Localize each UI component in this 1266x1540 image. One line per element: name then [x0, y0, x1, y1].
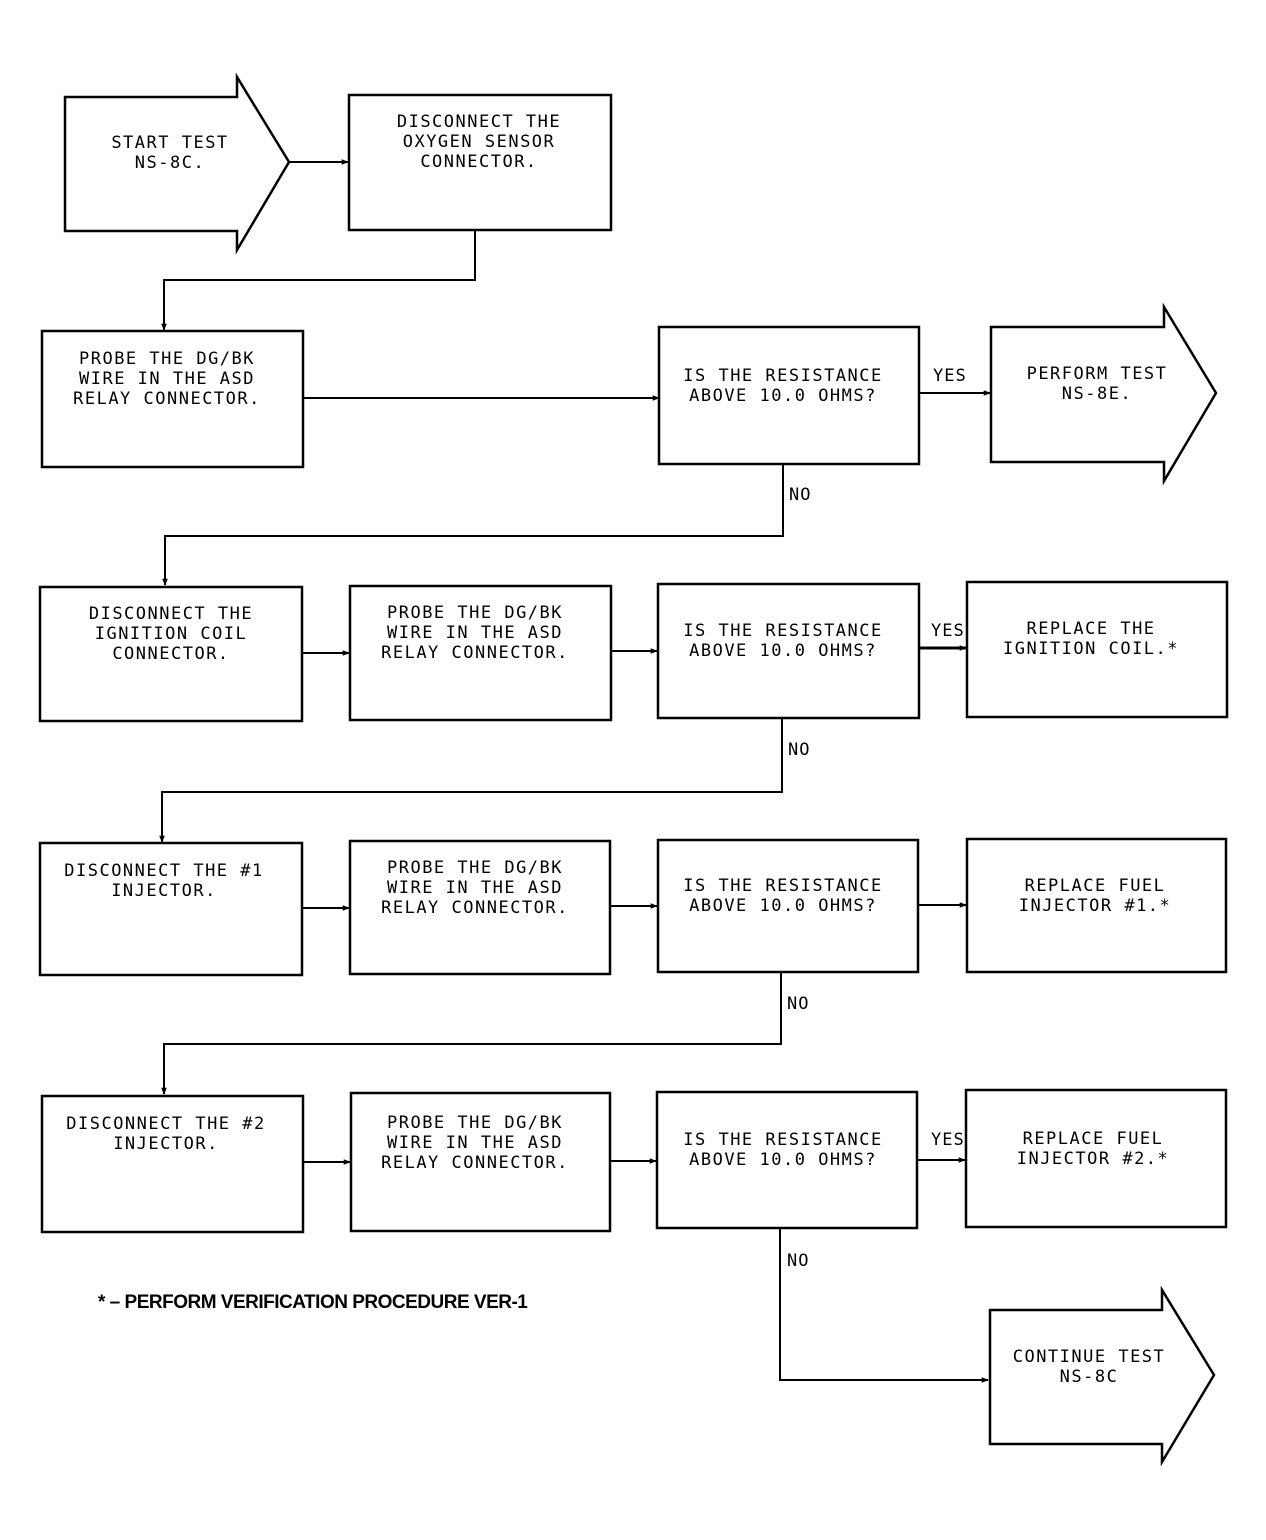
label-line: PROBE THE DG/BK	[387, 858, 563, 878]
label-line: INJECTOR.	[113, 1134, 219, 1154]
probe-box-3	[348, 839, 612, 976]
label-line: ABOVE 10.0 OHMS?	[689, 386, 877, 406]
edge-disc-o2-to-probe1	[161, 230, 476, 331]
continue-test-arrow	[988, 1285, 1216, 1467]
label-line: DISCONNECT THE #2	[66, 1114, 266, 1134]
probe-box-1	[40, 329, 305, 469]
replace-ignition-coil-box	[965, 580, 1229, 719]
label-line: IS THE RESISTANCE	[683, 621, 883, 641]
q1-no-label: NO	[789, 485, 811, 505]
edge-q1-no	[162, 465, 784, 586]
label-line: ABOVE 10.0 OHMS?	[689, 641, 877, 661]
q1-yes-label: YES	[933, 366, 967, 386]
decision-box-4	[655, 1090, 919, 1230]
label-line: INJECTOR #2.*	[1017, 1149, 1170, 1169]
label-line: IS THE RESISTANCE	[683, 1130, 883, 1150]
label-line: IGNITION COIL	[95, 624, 248, 644]
perform-test-arrow	[989, 302, 1218, 486]
decision-box-1	[657, 325, 921, 466]
q3-no-label: NO	[787, 994, 809, 1014]
label-line: CONNECTOR.	[420, 152, 537, 172]
label-line: RELAY CONNECTOR.	[73, 389, 261, 409]
decision-box-3	[656, 838, 920, 974]
probe-box-4	[349, 1091, 612, 1233]
q2-yes-label: YES	[931, 621, 965, 641]
label-line: IS THE RESISTANCE	[683, 366, 883, 386]
label-line: WIRE IN THE ASD	[387, 1133, 563, 1153]
label-line: REPLACE FUEL	[1025, 876, 1166, 896]
label-line: IS THE RESISTANCE	[683, 876, 883, 896]
label-line: START TEST	[111, 133, 228, 153]
footnote: * – PERFORM VERIFICATION PROCEDURE VER-1	[98, 1292, 528, 1313]
disconnect-ignition-coil-box	[38, 585, 304, 723]
edge-q2-no	[159, 718, 783, 843]
label-line: WIRE IN THE ASD	[79, 369, 255, 389]
label-line: ABOVE 10.0 OHMS?	[689, 896, 877, 916]
label-line: PROBE THE DG/BK	[387, 603, 563, 623]
label-line: PERFORM TEST	[1027, 364, 1168, 384]
label-line: CONNECTOR.	[112, 644, 229, 664]
label-line: PROBE THE DG/BK	[387, 1113, 563, 1133]
decision-box-2	[656, 582, 921, 720]
edge-labels: YES NO YES NO NO YES NO	[787, 366, 967, 1271]
label-line: IGNITION COIL.*	[1003, 639, 1179, 659]
start-arrow	[63, 72, 291, 255]
label-line: REPLACE FUEL	[1023, 1129, 1164, 1149]
label-line: RELAY CONNECTOR.	[381, 898, 569, 918]
q2-no-label: NO	[788, 740, 810, 760]
label-line: NS-8C	[1060, 1367, 1119, 1387]
label-line: RELAY CONNECTOR.	[381, 643, 569, 663]
disconnect-injector-2-box	[40, 1094, 305, 1234]
q4-no-label: NO	[787, 1251, 809, 1271]
label-line: ABOVE 10.0 OHMS?	[689, 1150, 877, 1170]
replace-injector-2-box	[964, 1088, 1228, 1229]
edge-q3-no	[161, 973, 782, 1095]
label-line: CONTINUE TEST	[1013, 1347, 1166, 1367]
label-line: INJECTOR.	[111, 881, 217, 901]
connectors	[159, 159, 991, 1383]
q4-yes-label: YES	[931, 1130, 965, 1150]
shapes	[38, 72, 1229, 1467]
disconnect-injector-1-box	[38, 841, 304, 977]
label-line: WIRE IN THE ASD	[387, 878, 563, 898]
replace-injector-1-box	[965, 837, 1228, 974]
label-line: REPLACE THE	[1026, 619, 1155, 639]
label-line: NS-8C.	[135, 153, 205, 173]
label-line: OXYGEN SENSOR	[403, 132, 556, 152]
disconnect-oxygen-sensor-box	[347, 93, 613, 232]
label-line: DISCONNECT THE #1	[64, 861, 264, 881]
label-line: INJECTOR #1.*	[1019, 896, 1172, 916]
label-line: PROBE THE DG/BK	[79, 349, 255, 369]
label-line: WIRE IN THE ASD	[387, 623, 563, 643]
label-line: RELAY CONNECTOR.	[381, 1153, 569, 1173]
label-line: DISCONNECT THE	[89, 604, 253, 624]
edge-q4-no	[779, 1228, 989, 1383]
probe-box-2	[348, 584, 613, 722]
label-line: NS-8E.	[1062, 384, 1132, 404]
label-line: DISCONNECT THE	[397, 112, 561, 132]
